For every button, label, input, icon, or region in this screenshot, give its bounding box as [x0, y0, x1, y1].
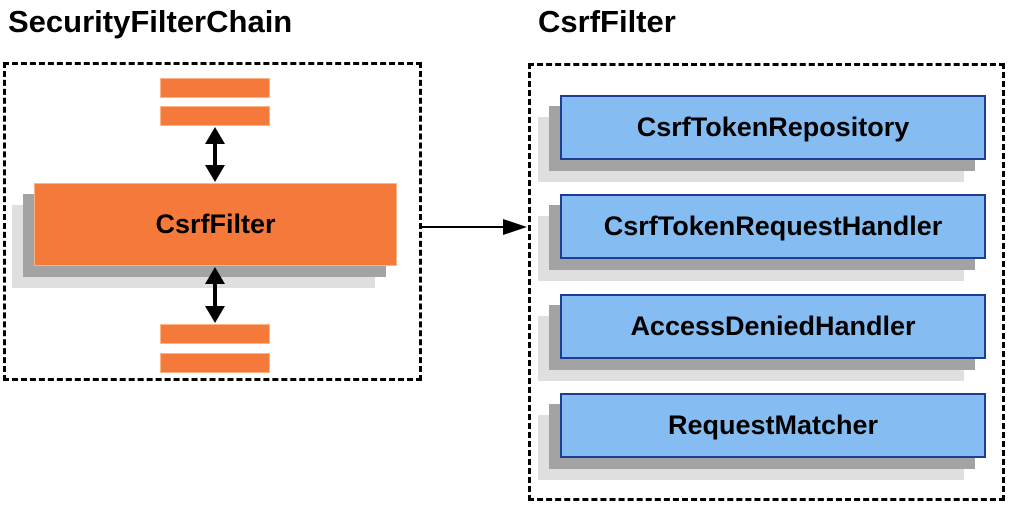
component-label: RequestMatcher [667, 410, 879, 440]
security-filter-chain-container [3, 62, 422, 381]
filter-bar [160, 324, 270, 344]
left-to-right-arrow-icon [422, 219, 527, 235]
filter-bar [160, 78, 270, 98]
csrf-filter-detail-container [528, 63, 1005, 501]
csrf-filter-node-label: CsrfFilter [155, 209, 276, 239]
component-label: CsrfTokenRepository [636, 112, 910, 142]
vertical-double-arrow-icon [205, 267, 225, 323]
component-node-csrf-token-request-handler: CsrfTokenRequestHandler [560, 194, 986, 259]
left-panel-title: SecurityFilterChain [8, 4, 293, 39]
component-node-csrf-token-repository: CsrfTokenRepository [560, 95, 986, 160]
component-label: CsrfTokenRequestHandler [603, 211, 943, 241]
component-node-access-denied-handler: AccessDeniedHandler [560, 294, 986, 359]
component-node-request-matcher: RequestMatcher [560, 393, 986, 458]
component-label: AccessDeniedHandler [630, 311, 916, 341]
right-panel-title: CsrfFilter [538, 4, 676, 39]
csrf-filter-node: CsrfFilter [34, 183, 397, 266]
filter-bar [160, 106, 270, 126]
filter-bar [160, 353, 270, 373]
vertical-double-arrow-icon [205, 127, 225, 182]
